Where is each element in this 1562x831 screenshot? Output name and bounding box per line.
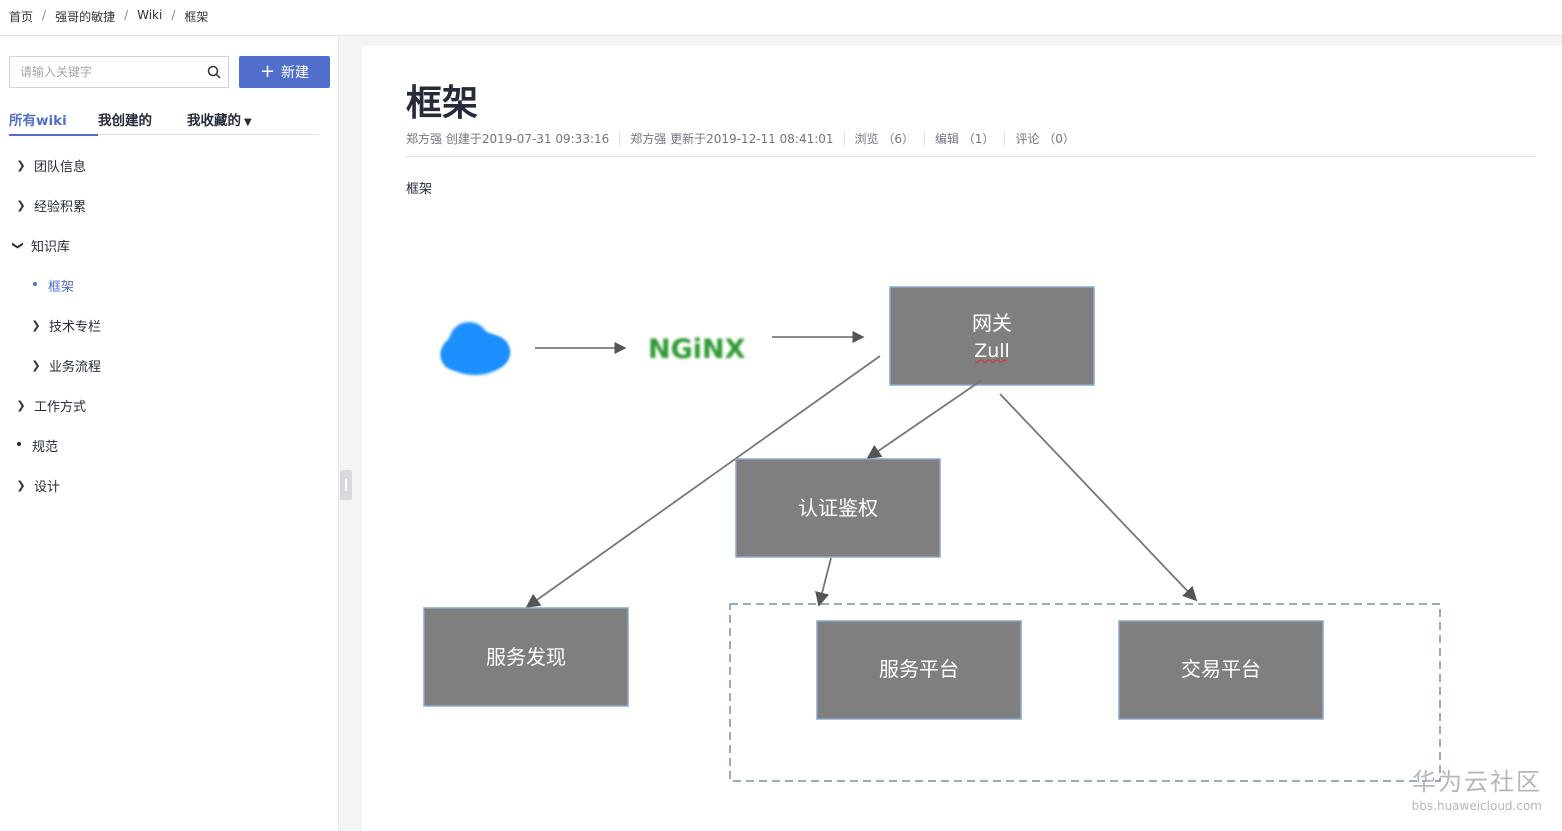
trade-platform-label: 交易平台	[1181, 657, 1261, 681]
search-input[interactable]	[10, 57, 190, 87]
new-button[interactable]: + 新建	[239, 56, 330, 88]
arrow-gateway-discovery	[525, 355, 881, 609]
chevron-right-icon[interactable]: ❯	[31, 358, 41, 372]
chevron-down-icon[interactable]: ❯	[11, 240, 25, 250]
divider	[406, 156, 1536, 157]
sidebar: + 新建 所有wiki 我创建的 我收藏的▼ ❯团队信息 ❯经验积累 ❯知识库 …	[0, 37, 339, 831]
plus-icon: +	[259, 61, 276, 82]
top-bar: 首页/ 强哥的敏捷/ Wiki/ 框架	[0, 0, 1562, 36]
chevron-right-icon[interactable]: ❯	[16, 158, 26, 172]
service-platform-box: 服务平台	[816, 620, 1022, 720]
wiki-tabs: 所有wiki 我创建的 我收藏的▼	[9, 109, 319, 136]
tab-favorites[interactable]: 我收藏的▼	[187, 113, 252, 129]
auth-box: 认证鉴权	[735, 458, 941, 558]
bullet-icon: •	[30, 277, 40, 293]
meta-updated: 郑方强 更新于2019-12-11 08:41:01	[630, 132, 834, 146]
auth-label: 认证鉴权	[798, 496, 878, 520]
architecture-diagram: NGiNX 网关 Zull 认证鉴权 服务发现 服务平台 交易平台	[423, 286, 1441, 782]
gateway-box: 网关 Zull	[889, 286, 1095, 386]
watermark-url: bbs.huaweicloud.com	[1411, 799, 1542, 813]
chevron-right-icon[interactable]: ❯	[16, 478, 26, 492]
sidebar-collapse-handle[interactable]	[340, 470, 352, 500]
watermark-brand: 华为云社区	[1412, 768, 1542, 796]
breadcrumb-wiki[interactable]: Wiki	[137, 8, 163, 22]
breadcrumb-current: 框架	[184, 10, 209, 24]
meta-edits[interactable]: 编辑 （1）	[934, 132, 995, 146]
tree-item-experience[interactable]: ❯经验积累	[14, 195, 86, 215]
bullet-icon: •	[14, 437, 24, 453]
tree-item-framework[interactable]: •框架	[28, 275, 74, 295]
tree-item-tech-column[interactable]: ❯技术专栏	[29, 315, 101, 335]
page-title: 框架	[406, 83, 479, 124]
tree-item-team-info[interactable]: ❯团队信息	[14, 155, 86, 175]
nginx-logo: NGiNX	[648, 334, 746, 365]
tree-item-knowledge-base[interactable]: ❯知识库	[11, 239, 71, 255]
chevron-right-icon[interactable]: ❯	[16, 398, 26, 412]
service-platform-label: 服务平台	[879, 657, 959, 681]
arrow-gateway-trade	[999, 393, 1198, 602]
tree-item-work-method[interactable]: ❯工作方式	[14, 395, 86, 415]
meta-created: 郑方强 创建于2019-07-31 09:33:16	[406, 132, 610, 146]
meta-views: 浏览 （6）	[854, 132, 914, 146]
breadcrumb-home[interactable]: 首页	[9, 10, 34, 24]
breadcrumb: 首页/ 强哥的敏捷/ Wiki/ 框架	[9, 8, 209, 24]
gateway-label: 网关	[972, 311, 1012, 335]
arrow-gateway-auth	[866, 379, 983, 460]
cloud-icon	[441, 322, 510, 375]
chevron-right-icon[interactable]: ❯	[31, 318, 41, 332]
chevron-down-icon: ▼	[244, 117, 252, 128]
breadcrumb-project[interactable]: 强哥的敏捷	[55, 10, 116, 24]
page-meta: 郑方强 创建于2019-07-31 09:33:16 郑方强 更新于2019-1…	[406, 130, 1075, 147]
chevron-right-icon[interactable]: ❯	[16, 198, 26, 212]
tab-all-wiki[interactable]: 所有wiki	[9, 109, 98, 136]
arrow-auth-platforms	[815, 557, 832, 607]
search-icon[interactable]	[207, 65, 221, 79]
gateway-sublabel: Zull	[974, 340, 1010, 362]
tree-item-design[interactable]: ❯设计	[14, 475, 60, 495]
new-button-label: 新建	[281, 65, 310, 81]
tree-item-business-process[interactable]: ❯业务流程	[29, 355, 101, 375]
watermark: 华为云社区 bbs.huaweicloud.com	[1412, 762, 1542, 813]
discovery-label: 服务发现	[486, 645, 566, 669]
trade-platform-box: 交易平台	[1118, 620, 1324, 720]
tab-created-by-me[interactable]: 我创建的	[98, 113, 152, 129]
search-box	[9, 56, 229, 88]
tree-item-standards[interactable]: •规范	[12, 435, 58, 455]
platform-group	[729, 603, 1441, 782]
discovery-box: 服务发现	[423, 607, 629, 707]
meta-comments[interactable]: 评论 （0）	[1015, 132, 1075, 146]
page-body-text: 框架	[406, 182, 433, 197]
